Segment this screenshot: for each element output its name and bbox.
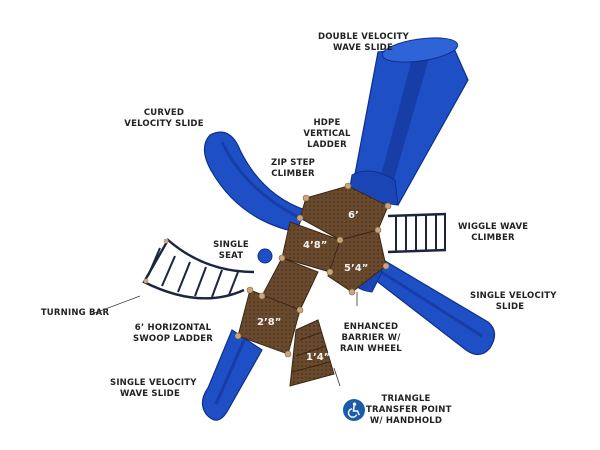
single-velocity-wave-slide bbox=[201, 329, 263, 421]
curved-velocity-slide bbox=[203, 131, 306, 233]
label-single-velocity-wave-slide: SINGLE VELOCITY WAVE SLIDE bbox=[110, 378, 197, 399]
deck-height-top: 6’ bbox=[348, 210, 359, 221]
deck-height-upper-middle: 4’8” bbox=[303, 240, 327, 251]
deck-height-lower: 2’8” bbox=[257, 317, 281, 328]
posts bbox=[234, 182, 392, 358]
deck-height-right-middle: 5’4” bbox=[344, 263, 368, 274]
double-velocity-wave-slide bbox=[347, 37, 469, 206]
deck-height-transfer: 1’4” bbox=[306, 352, 330, 363]
label-zip-step-climber: ZIP STEP CLIMBER bbox=[270, 158, 316, 179]
wheelchair-icon bbox=[343, 399, 365, 421]
label-double-velocity-wave-slide: DOUBLE VELOCITY WAVE SLIDE bbox=[318, 32, 409, 53]
label-single-velocity-slide: SINGLE VELOCITY SLIDE bbox=[470, 291, 557, 312]
decks bbox=[237, 185, 389, 387]
label-enhanced-barrier: ENHANCED BARRIER W/ RAIN WHEEL bbox=[340, 322, 402, 354]
label-turning-bar: TURNING BAR bbox=[40, 308, 110, 318]
label-hdpe-vertical-ladder: HDPE VERTICAL LADDER bbox=[303, 118, 351, 150]
label-triangle-transfer-point: TRIANGLE TRANSFER POINT W/ HANDHOLD bbox=[366, 394, 452, 426]
label-wiggle-wave-climber: WIGGLE WAVE CLIMBER bbox=[458, 222, 529, 243]
single-seat bbox=[257, 248, 273, 264]
label-single-seat: SINGLE SEAT bbox=[213, 240, 249, 261]
label-curved-velocity-slide: CURVED VELOCITY SLIDE bbox=[124, 108, 204, 129]
horizontal-swoop-ladder bbox=[142, 238, 255, 300]
leader-lines bbox=[91, 292, 358, 387]
wiggle-wave-climber bbox=[387, 212, 447, 254]
label-horizontal-swoop-ladder: 6’ HORIZONTAL SWOOP LADDER bbox=[133, 323, 213, 344]
